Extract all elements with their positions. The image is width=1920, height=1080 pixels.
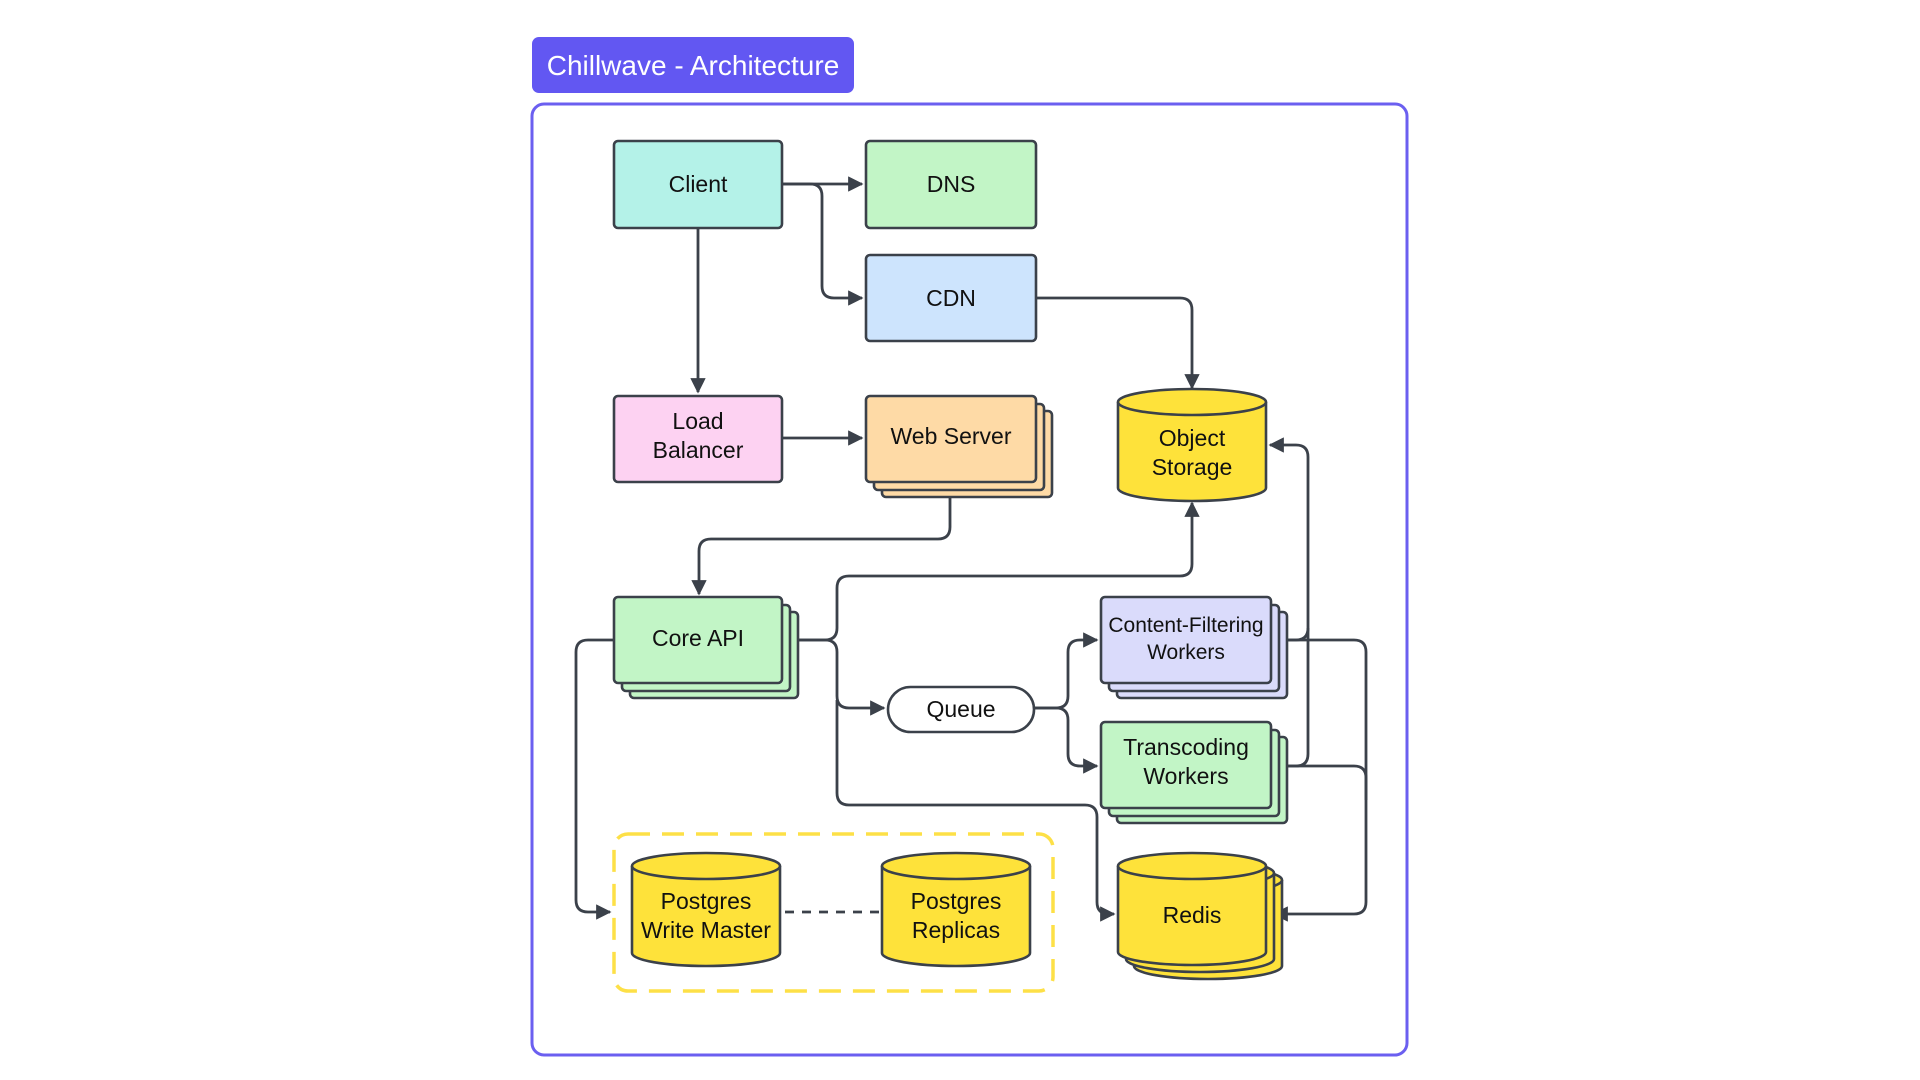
node-transcoding-workers: Transcoding Workers xyxy=(1099,720,1289,825)
node-core-api-label: Core API xyxy=(652,625,744,651)
node-postgres-replicas: Postgres Replicas xyxy=(880,851,1032,968)
node-redis: Redis xyxy=(1116,851,1284,981)
node-load-balancer-line2: Balancer xyxy=(653,437,744,463)
node-web-server-label: Web Server xyxy=(890,423,1011,449)
edge-core-api-object-storage xyxy=(783,501,1200,642)
node-postgres-master-line2: Write Master xyxy=(641,917,771,943)
edge-transcoding-redis xyxy=(1272,764,1368,800)
edge-core-api-postgres-master xyxy=(574,638,614,920)
node-content-filtering-workers: Content-Filtering Workers xyxy=(1099,595,1289,700)
edge-web-server-core-api xyxy=(691,483,952,596)
node-queue-label: Queue xyxy=(926,696,995,722)
node-cdn-label: CDN xyxy=(926,285,976,311)
node-content-filtering-line2: Workers xyxy=(1147,641,1225,664)
edge-cdn-object-storage xyxy=(1036,296,1200,390)
node-load-balancer: Load Balancer xyxy=(612,394,784,484)
edge-core-api-queue xyxy=(783,638,886,716)
node-transcoding-line2: Workers xyxy=(1143,763,1228,789)
node-postgres-master-line1: Postgres xyxy=(661,888,752,914)
node-object-storage-line2: Storage xyxy=(1152,454,1233,480)
node-dns-label: DNS xyxy=(927,171,976,197)
node-client-label: Client xyxy=(669,171,728,197)
edges xyxy=(574,176,1368,922)
edge-client-cdn xyxy=(782,182,864,306)
edge-queue-transcoding xyxy=(1034,706,1099,774)
node-transcoding-line1: Transcoding xyxy=(1123,734,1249,760)
node-load-balancer-line1: Load xyxy=(672,408,723,434)
title-badge: Chillwave - Architecture xyxy=(532,37,854,93)
node-postgres-replicas-line2: Replicas xyxy=(912,917,1000,943)
node-redis-label: Redis xyxy=(1163,902,1222,928)
node-object-storage: Object Storage xyxy=(1116,387,1268,503)
diagram-title: Chillwave - Architecture xyxy=(547,50,840,81)
node-dns: DNS xyxy=(864,139,1038,230)
node-web-server: Web Server xyxy=(864,394,1054,499)
node-queue: Queue xyxy=(886,685,1036,734)
node-postgres-write-master: Postgres Write Master xyxy=(630,851,782,968)
node-content-filtering-line1: Content-Filtering xyxy=(1108,614,1263,637)
node-postgres-replicas-line1: Postgres xyxy=(911,888,1002,914)
node-client: Client xyxy=(612,139,784,230)
node-cdn: CDN xyxy=(864,253,1038,343)
edge-core-api-redis xyxy=(835,700,1116,922)
node-object-storage-line1: Object xyxy=(1159,425,1226,451)
node-core-api: Core API xyxy=(612,595,800,700)
postgres-group xyxy=(612,832,1055,993)
